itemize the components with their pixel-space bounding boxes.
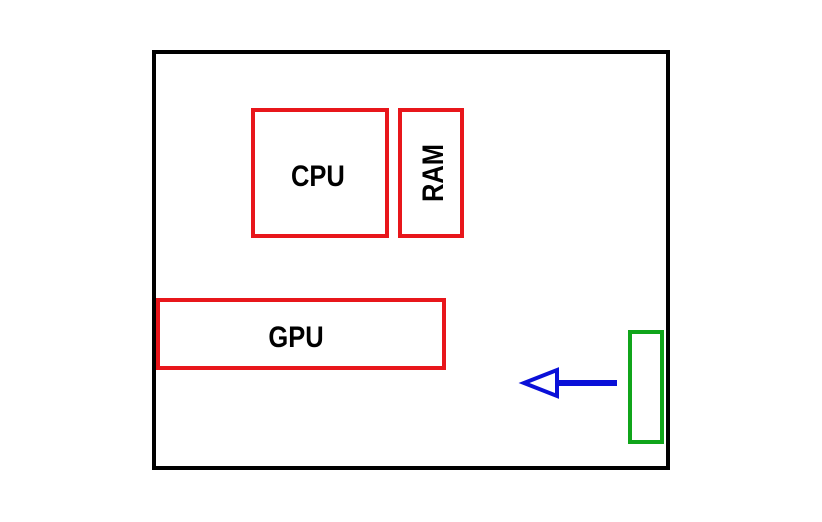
airflow-arrow-icon — [518, 367, 617, 399]
cpu-label: CPU — [291, 159, 345, 192]
ram-label: RAM — [416, 144, 449, 202]
gpu-block: GPU — [156, 298, 446, 370]
case-outline — [152, 50, 670, 470]
gpu-outline — [156, 298, 446, 370]
gpu-label: GPU — [268, 320, 323, 353]
ram-block: RAM — [398, 108, 464, 238]
cpu-block: CPU — [251, 108, 389, 238]
ram-outline — [398, 108, 464, 238]
fan-intake — [628, 330, 664, 444]
cpu-outline — [251, 108, 389, 238]
